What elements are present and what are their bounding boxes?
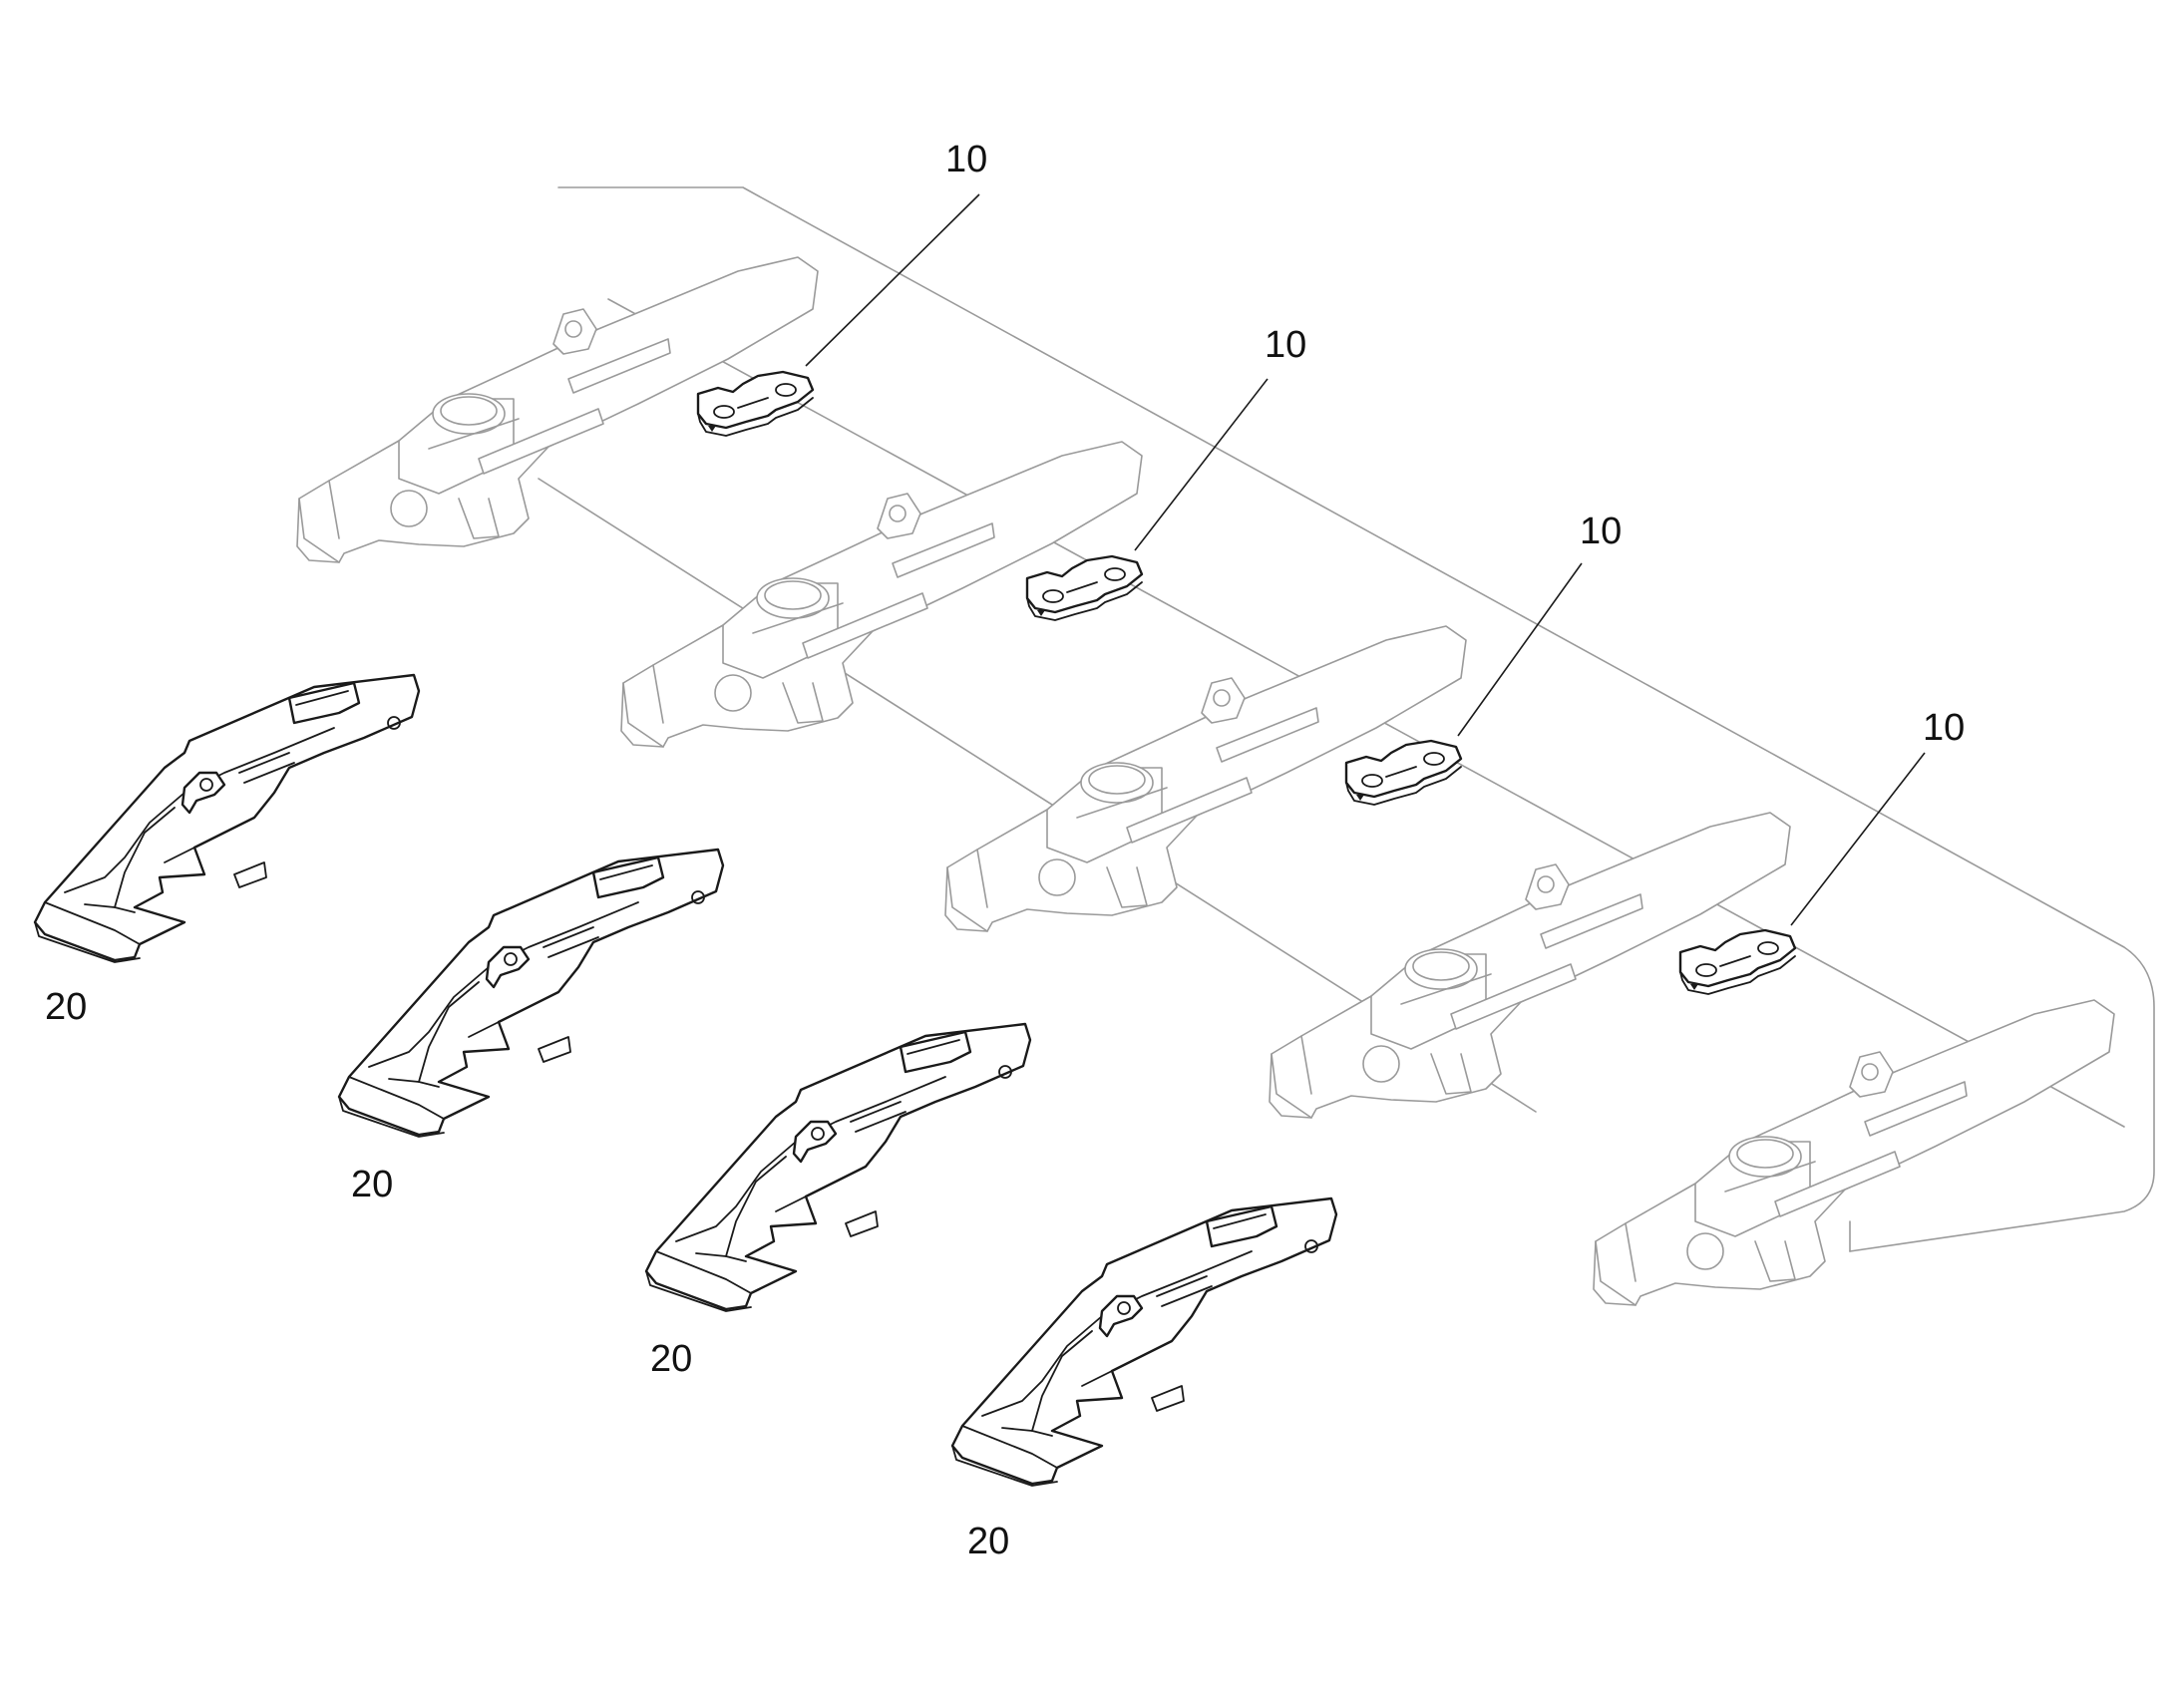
callout-10-d: 10 (1923, 707, 1965, 749)
wear-cap-2 (337, 848, 725, 1139)
wear-cap-1 (33, 673, 421, 964)
retainer-1 (696, 370, 815, 438)
callout-20-c: 20 (650, 1338, 692, 1380)
adapter-5 (1593, 999, 2115, 1306)
leader-lines (805, 193, 1926, 926)
callout-20-d: 20 (967, 1521, 1009, 1562)
callout-10-a: 10 (945, 139, 987, 180)
retainer-4 (1678, 928, 1797, 996)
callout-20-b: 20 (351, 1164, 393, 1205)
wear-cap-4 (950, 1196, 1338, 1488)
retainer-2 (1025, 554, 1144, 622)
callout-20-a: 20 (45, 986, 87, 1028)
callout-10-b: 10 (1265, 324, 1306, 366)
retainer-3 (1344, 739, 1463, 807)
wear-cap-3 (644, 1022, 1032, 1313)
callout-10-c: 10 (1580, 511, 1622, 552)
